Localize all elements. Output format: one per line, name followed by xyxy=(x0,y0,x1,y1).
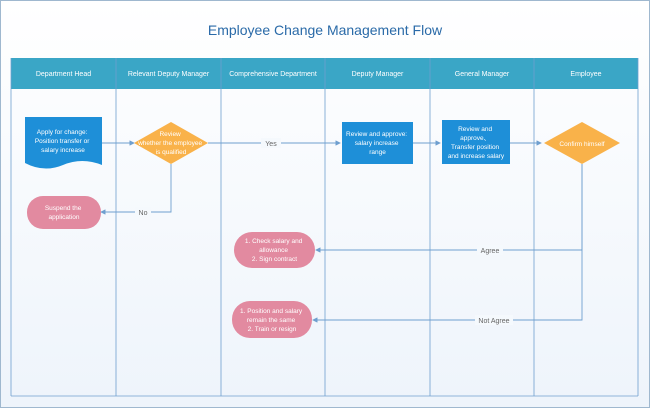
review-text: Review whether the employee is qualified xyxy=(137,131,204,156)
confirm-text: Confirm himself xyxy=(559,141,604,148)
edge-label-no: No xyxy=(139,210,148,217)
lane-employee: Employee xyxy=(570,71,601,78)
deputy-approve-process xyxy=(342,122,413,164)
lane-separators xyxy=(10,58,639,397)
lane-deputy-manager: Deputy Manager xyxy=(352,71,404,78)
remain-text: 1. Position and salary remain the same 2… xyxy=(240,308,304,333)
yes-label-bg xyxy=(261,138,281,148)
diagram-title: Employee Change Management Flow xyxy=(207,22,443,38)
agree-label-bg xyxy=(477,245,503,255)
gm-approve-process xyxy=(442,120,510,164)
edge-confirm-agree xyxy=(315,164,583,253)
suspend-terminal xyxy=(27,196,101,229)
suspend-text: Suspend the application xyxy=(45,205,83,221)
edge-label-not-agree: Not Agree xyxy=(478,318,509,325)
edge-label-yes: Yes xyxy=(265,141,277,148)
no-label-bg xyxy=(135,207,151,217)
check-salary-terminal xyxy=(234,232,315,268)
confirm-decision-diamond xyxy=(544,122,620,164)
lane-relevant-deputy-manager: Relevant Deputy Manager xyxy=(128,71,210,78)
check-salary-text: 1. Check salary and allowance 2. Sign co… xyxy=(245,238,304,263)
lane-header-bar xyxy=(11,58,638,89)
gm-approve-text: Review and approve、 Transfer position an… xyxy=(448,126,505,160)
remain-terminal xyxy=(232,301,312,338)
edge-review-no xyxy=(100,164,172,215)
apply-text: Apply for change: Position transfer or s… xyxy=(35,129,91,154)
edge-label-agree: Agree xyxy=(481,248,500,255)
lane-general-manager: General Manager xyxy=(455,71,510,78)
not-agree-label-bg xyxy=(475,315,513,325)
edge-confirm-not-agree xyxy=(312,164,583,323)
lane-comprehensive-department: Comprehensive Department xyxy=(229,71,317,78)
deputy-approve-text: Review and approve: salary increase rang… xyxy=(346,131,409,156)
lane-department-head: Department Head xyxy=(36,71,91,78)
review-decision-diamond xyxy=(134,122,208,164)
apply-document-shape xyxy=(25,117,102,169)
